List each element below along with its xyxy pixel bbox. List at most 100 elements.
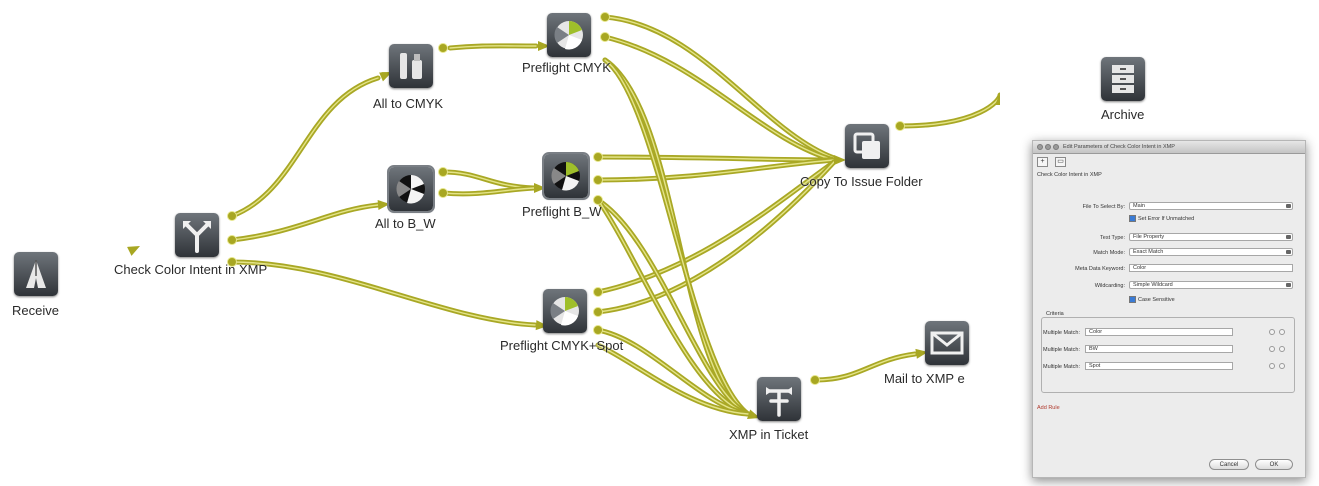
test-type-value: File Property bbox=[1133, 234, 1165, 240]
preflight-bw-node[interactable] bbox=[542, 152, 590, 200]
match-mode-label: Match Mode: bbox=[1093, 250, 1125, 256]
meta-keyword-field[interactable]: Color bbox=[1129, 264, 1293, 272]
connector-port[interactable] bbox=[895, 121, 905, 131]
set-error-label: Set Error If Unmatched bbox=[1138, 215, 1195, 222]
ok-button[interactable]: OK bbox=[1255, 459, 1293, 470]
workflow-canvas bbox=[127, 12, 1000, 419]
dialog-title: Edit Parameters of Check Color Intent in… bbox=[1063, 144, 1175, 150]
arrowhead-icon bbox=[535, 320, 548, 331]
close-window-button[interactable] bbox=[1037, 144, 1043, 150]
connector-highlight bbox=[597, 344, 749, 415]
connector-port[interactable] bbox=[593, 307, 603, 317]
criteria-row-label: Multiple Match: bbox=[1043, 364, 1080, 370]
connector-highlight bbox=[231, 261, 536, 326]
preflight-cmyk-node[interactable] bbox=[547, 13, 591, 57]
archive-node[interactable] bbox=[1101, 57, 1145, 101]
connector-port[interactable] bbox=[227, 257, 237, 267]
add-button[interactable]: + bbox=[1037, 157, 1048, 167]
fork-icon bbox=[183, 221, 211, 253]
connector-check-to-spot[interactable] bbox=[229, 259, 538, 328]
tools-icon bbox=[400, 53, 422, 79]
connector-highlight bbox=[231, 204, 379, 241]
add-criterion-icon[interactable] bbox=[1279, 346, 1285, 352]
arrowhead-icon bbox=[538, 41, 550, 51]
test-type-popup[interactable]: File Property bbox=[1129, 233, 1293, 241]
copy-folder-node[interactable] bbox=[845, 124, 889, 168]
criteria-row-label: Multiple Match: bbox=[1043, 330, 1080, 336]
xmp-ticket-node[interactable] bbox=[757, 377, 801, 421]
connectors bbox=[127, 12, 1000, 419]
arrowhead-icon bbox=[377, 200, 390, 210]
popup-arrow-icon bbox=[1286, 250, 1291, 254]
match-mode-popup[interactable]: Exact Match bbox=[1129, 248, 1293, 256]
remove-criterion-icon[interactable] bbox=[1269, 346, 1275, 352]
preflight-icon bbox=[554, 21, 583, 50]
connector-port[interactable] bbox=[227, 211, 237, 221]
mail-node[interactable] bbox=[925, 321, 969, 365]
all-to-bw-label: All to B_W bbox=[375, 216, 436, 231]
criteria-row-field[interactable]: Color bbox=[1085, 328, 1233, 336]
connector-port[interactable] bbox=[600, 32, 610, 42]
connector-port[interactable] bbox=[593, 287, 603, 297]
remove-criterion-icon[interactable] bbox=[1269, 363, 1275, 369]
connector-highlight bbox=[231, 77, 379, 217]
connector-check-to-bw[interactable] bbox=[229, 202, 381, 243]
arrowhead-icon bbox=[747, 409, 760, 419]
connector-port[interactable] bbox=[438, 43, 448, 53]
cancel-button[interactable]: Cancel bbox=[1209, 459, 1249, 470]
preflight-cmyk-label: Preflight CMYK bbox=[522, 60, 611, 75]
add-criterion-icon[interactable] bbox=[1279, 363, 1285, 369]
connector-port[interactable] bbox=[593, 175, 603, 185]
file-to-select-popup[interactable]: Main bbox=[1129, 202, 1293, 210]
copy-icon bbox=[853, 132, 880, 159]
connector-port[interactable] bbox=[593, 195, 603, 205]
all-to-cmyk-node[interactable] bbox=[389, 44, 433, 88]
connector-highlight bbox=[597, 199, 749, 415]
connector-port[interactable] bbox=[438, 188, 448, 198]
connector-port[interactable] bbox=[593, 152, 603, 162]
connector-highlight bbox=[597, 161, 835, 313]
criteria-row-field[interactable]: Spot bbox=[1085, 362, 1233, 370]
connector-highlight bbox=[449, 45, 537, 49]
popup-arrow-icon bbox=[1286, 204, 1291, 208]
case-sensitive-checkbox[interactable]: Case Sensitive bbox=[1129, 296, 1175, 303]
connector-pcmyk-to-copy-a[interactable] bbox=[602, 14, 837, 161]
connector-port[interactable] bbox=[593, 325, 603, 335]
copy-folder-label: Copy To Issue Folder bbox=[800, 174, 923, 189]
all-to-bw-node[interactable] bbox=[387, 165, 435, 213]
test-type-label: Test Type: bbox=[1100, 235, 1125, 241]
arrowhead-icon bbox=[534, 183, 546, 193]
check-color-label: Check Color Intent in XMP bbox=[114, 262, 268, 277]
remove-criterion-icon[interactable] bbox=[1269, 329, 1275, 335]
arrowhead-icon bbox=[379, 72, 392, 82]
wildcarding-label: Wildcarding: bbox=[1094, 283, 1125, 289]
preflight-spot-node[interactable] bbox=[543, 289, 587, 333]
wildcarding-popup[interactable]: Simple Wildcard bbox=[1129, 281, 1293, 289]
arrowhead-icon bbox=[915, 348, 928, 359]
connector-port[interactable] bbox=[600, 12, 610, 22]
view-toggle-icon[interactable]: ▭ bbox=[1055, 157, 1066, 167]
connector-highlight bbox=[604, 36, 835, 161]
add-criterion-icon[interactable] bbox=[1279, 329, 1285, 335]
set-error-checkbox[interactable]: Set Error If Unmatched bbox=[1129, 215, 1194, 222]
check-color-node[interactable] bbox=[175, 213, 219, 257]
receive-node[interactable] bbox=[14, 252, 58, 296]
add-rule-link[interactable]: Add Rule bbox=[1037, 405, 1060, 411]
preflight-bw-label: Preflight B_W bbox=[522, 204, 602, 219]
zoom-window-button[interactable] bbox=[1053, 144, 1059, 150]
connector-highlight bbox=[442, 187, 535, 195]
connector-port[interactable] bbox=[810, 375, 820, 385]
meta-keyword-label: Meta Data Keyword: bbox=[1075, 266, 1125, 272]
arrowhead-icon bbox=[127, 246, 140, 256]
criteria-title: Criteria bbox=[1045, 311, 1065, 317]
criteria-row-field[interactable]: BW bbox=[1085, 345, 1233, 353]
xmp-ticket-label: XMP in Ticket bbox=[729, 427, 809, 442]
archive-label: Archive bbox=[1101, 107, 1145, 122]
connector-highlight bbox=[604, 16, 835, 159]
connector-check-to-cmyk[interactable] bbox=[229, 75, 381, 219]
arrowhead-icon bbox=[834, 155, 846, 165]
connector-highlight bbox=[597, 329, 749, 415]
minimize-window-button[interactable] bbox=[1045, 144, 1051, 150]
connector-port[interactable] bbox=[438, 167, 448, 177]
connector-port[interactable] bbox=[227, 235, 237, 245]
